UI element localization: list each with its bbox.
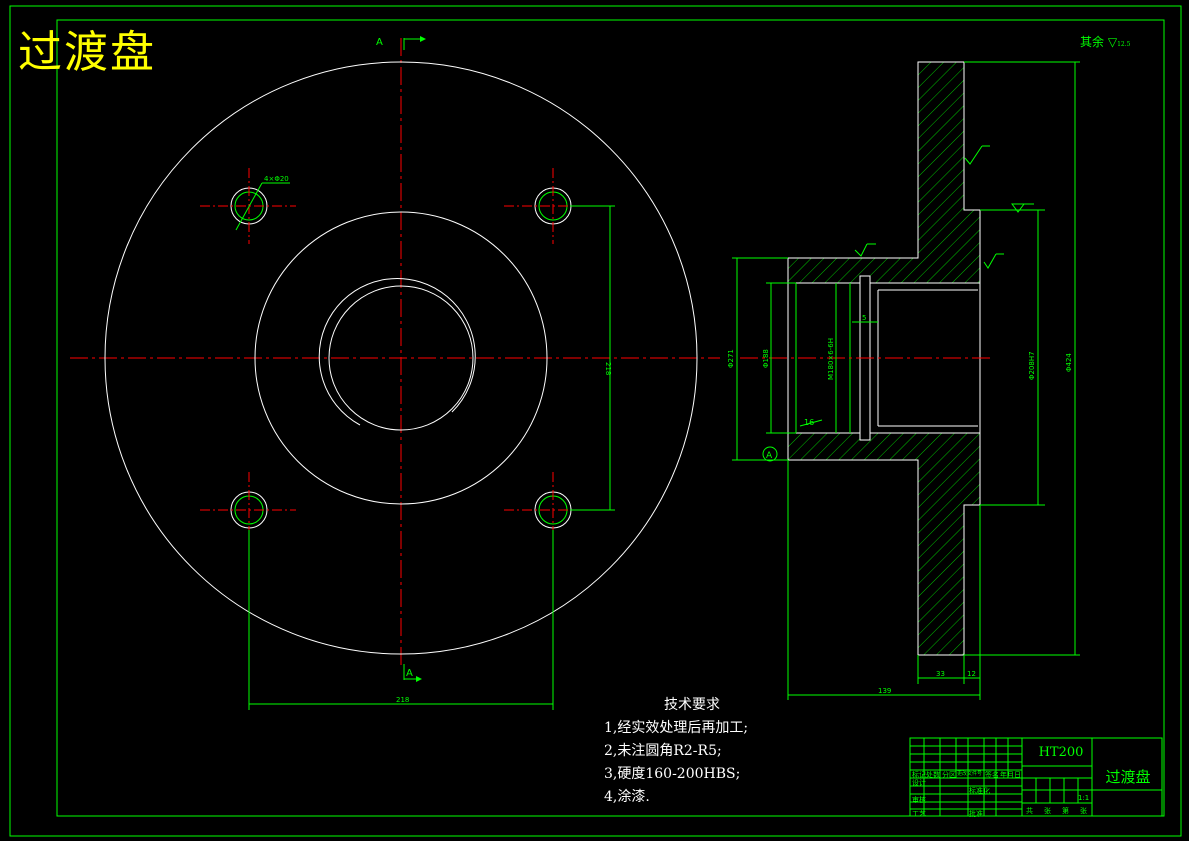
- front-view: 4×Φ20 218 218 A A: [70, 36, 720, 710]
- dim-bolt-span-v: 218: [604, 362, 612, 375]
- tb-row-label-1: 标记: [912, 771, 926, 779]
- tb-row-label-6: 年月日: [1000, 771, 1021, 779]
- section-label-bottom: A: [406, 668, 413, 679]
- surface-roughness-note: 其余 ▽12.5: [1080, 33, 1130, 50]
- tech-item-4: 4,涂漆.: [604, 789, 650, 805]
- tb-left-label-3: 工艺: [912, 810, 926, 818]
- tech-item-3: 3,硬度160-200HBS;: [604, 766, 741, 782]
- datum-label: A: [766, 451, 773, 461]
- tb-left-label-1: 设计: [912, 779, 926, 787]
- tb-mid-label-2: 批准: [969, 810, 983, 818]
- title-block: [909, 737, 1163, 817]
- thread-arc: [318, 278, 476, 426]
- dim-total: 139: [878, 687, 891, 695]
- middle-circle: [254, 211, 548, 505]
- tb-row-label-4: 更改文件号: [957, 771, 983, 777]
- dim-d208: Φ208H7: [1028, 351, 1036, 380]
- tb-row-label-2: 处数: [926, 771, 940, 779]
- tb-scale: 1:1: [1078, 794, 1090, 802]
- tb-left-label-2: 审核: [912, 796, 926, 804]
- section-hatch-upper: [787, 61, 981, 284]
- surface-note-label: 其余: [1080, 35, 1105, 49]
- tb-bottom-label-1: 共: [1026, 807, 1033, 815]
- dim-width-12: 12: [967, 670, 976, 678]
- tech-item-2: 2,未注圆角R2-R5;: [604, 743, 722, 759]
- dim-groove: 5: [862, 314, 866, 322]
- section-label-top: A: [376, 37, 383, 48]
- drawing-title: 过渡盘: [18, 27, 156, 78]
- roughness-symbol-1: [964, 145, 990, 165]
- tb-bottom-label-2: 张: [1044, 807, 1051, 815]
- section-hatch-lower: [787, 432, 981, 656]
- tb-bottom-label-4: 张: [1080, 807, 1087, 815]
- surface-note-value: 12.5: [1117, 41, 1131, 48]
- tb-row-label-5: 签名: [985, 771, 999, 779]
- roughness-symbol-2: [1011, 203, 1034, 213]
- bolt-hole-bl: [200, 472, 296, 548]
- tech-heading: 技术要求: [664, 697, 720, 713]
- roughness-icon: ▽: [1107, 35, 1118, 49]
- tb-mid-label-1: 标准化: [969, 787, 990, 795]
- dim-bolt-holes: 4×Φ20: [264, 175, 289, 183]
- dim-bolt-span-h: 218: [396, 696, 409, 704]
- title-block-part-name: 过渡盘: [1105, 768, 1151, 786]
- outer-circle: [104, 61, 698, 655]
- tech-requirements: 技术要求 1,经实效处理后再加工; 2,未注圆角R2-R5; 3,硬度160-2…: [604, 694, 748, 809]
- roughness-symbol-4: [854, 243, 876, 257]
- tb-row-label-3: 分区: [942, 771, 956, 779]
- tech-item-1: 1,经实效处理后再加工;: [604, 720, 749, 736]
- dim-d271: Φ271: [727, 349, 735, 368]
- outer-border: [9, 5, 1182, 837]
- dim-chamfer: 16: [804, 418, 814, 427]
- bore-circle: [328, 285, 474, 431]
- dim-d188: Φ188: [762, 349, 770, 368]
- dim-d424: Φ424: [1065, 353, 1073, 372]
- section-view: Φ271 Φ188 M180×6-6H 5 16 A Φ208H7 Φ424 3…: [727, 61, 1080, 700]
- inner-border: [56, 19, 1165, 817]
- dim-width-33: 33: [936, 670, 945, 678]
- title-block-material: HT200: [1038, 745, 1084, 760]
- datum-circle: [762, 446, 778, 462]
- roughness-symbol-3: [983, 253, 1004, 269]
- tb-bottom-label-3: 第: [1062, 807, 1069, 815]
- dim-thread: M180×6-6H: [827, 338, 835, 380]
